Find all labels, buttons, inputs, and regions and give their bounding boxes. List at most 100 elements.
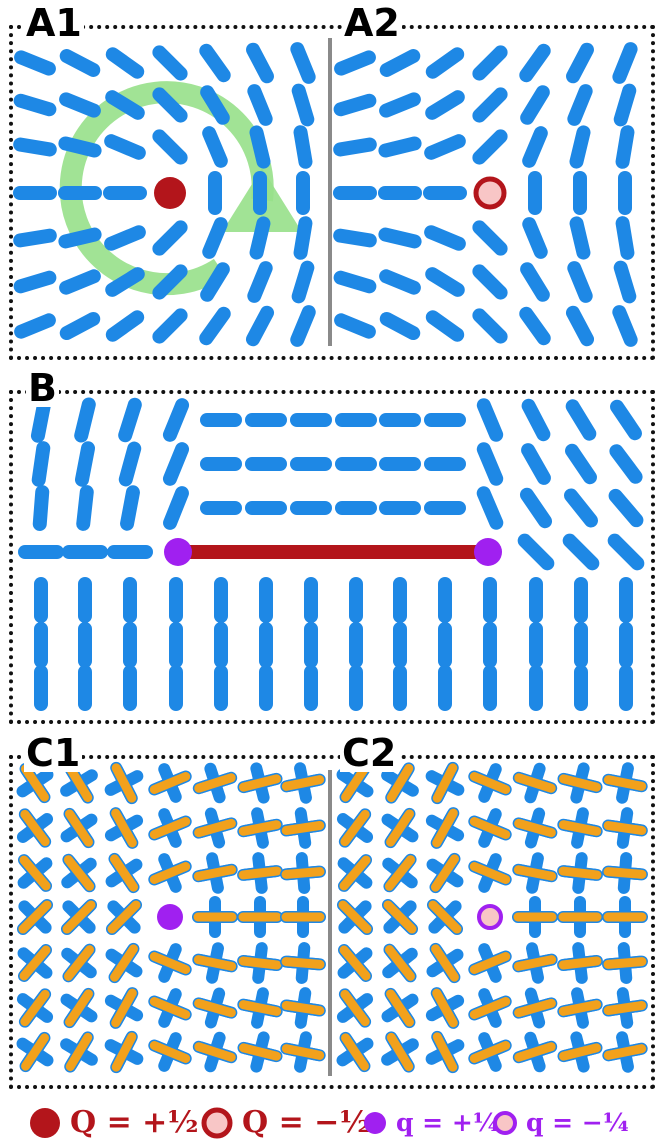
director-rod xyxy=(476,486,504,530)
director-rod xyxy=(199,306,231,346)
orange-rod xyxy=(109,854,139,892)
director-rod xyxy=(610,399,642,441)
orange-rod xyxy=(514,773,556,793)
director-rod xyxy=(379,92,421,118)
director-rod xyxy=(565,399,597,441)
director-rod xyxy=(30,397,52,443)
director-rod xyxy=(13,270,57,294)
director-rod xyxy=(105,310,145,342)
orange-rod xyxy=(238,956,282,970)
orange-rod xyxy=(469,771,511,795)
panel-label-a2: A2 xyxy=(342,1,402,45)
orange-rod xyxy=(21,1033,49,1071)
orange-rod xyxy=(383,900,417,934)
director-rod xyxy=(607,533,645,571)
director-rod xyxy=(118,397,142,443)
legend: Q = +½ Q = −½ q = +¼ q = −¼ xyxy=(0,1100,661,1145)
orange-rod xyxy=(110,944,138,982)
orange-rod xyxy=(514,998,556,1018)
director-rod xyxy=(199,43,231,83)
director-rod xyxy=(290,42,316,84)
panel-label-b: B xyxy=(26,366,59,410)
director-rod xyxy=(200,262,230,302)
orange-rod xyxy=(63,945,95,981)
orange-rod xyxy=(431,944,459,982)
director-rod xyxy=(14,50,56,76)
director-rod xyxy=(565,443,597,485)
director-rod xyxy=(58,227,102,249)
legend-label: q = −¼ xyxy=(526,1108,629,1137)
legend-item-q-plus-half: Q = +½ xyxy=(28,1100,199,1145)
director-rod xyxy=(293,125,313,169)
orange-rod xyxy=(19,945,51,981)
director-rod xyxy=(566,42,594,84)
director-rod xyxy=(425,267,465,297)
orange-rod xyxy=(281,1044,325,1060)
orange-rod xyxy=(18,900,52,934)
orange-rod xyxy=(281,1000,325,1016)
director-rod xyxy=(152,87,188,123)
director-rod xyxy=(564,488,598,528)
orange-rod xyxy=(559,774,601,792)
director-rod xyxy=(245,305,275,347)
orange-rod xyxy=(432,763,458,803)
orange-rod xyxy=(20,989,50,1027)
orange-rod xyxy=(513,865,557,881)
director-rod xyxy=(565,305,595,347)
panel-label-c2: C2 xyxy=(340,731,399,775)
director-rod xyxy=(472,45,508,81)
orange-rod xyxy=(194,1042,236,1062)
orange-rod xyxy=(603,1000,647,1016)
director-rod xyxy=(74,441,96,487)
orange-rod xyxy=(111,1032,137,1072)
director-rod xyxy=(615,216,635,260)
director-rod xyxy=(246,42,274,84)
orange-rod xyxy=(281,775,325,791)
orange-rod xyxy=(603,867,647,879)
director-rod xyxy=(293,216,313,260)
director-rod xyxy=(104,134,146,160)
director-rod xyxy=(59,269,101,295)
director-rod xyxy=(59,92,101,118)
director-rod xyxy=(200,85,230,125)
orange-rod xyxy=(432,988,458,1028)
orange-rod xyxy=(558,956,602,970)
director-rod xyxy=(615,125,635,169)
director-rod xyxy=(472,220,508,256)
director-rod xyxy=(608,488,644,528)
director-rod xyxy=(58,136,102,158)
legend-item-q-minus-quarter: q = −¼ xyxy=(492,1100,629,1145)
orange-rod xyxy=(65,1032,93,1072)
orange-rod xyxy=(603,1044,647,1060)
director-rod xyxy=(162,442,190,486)
director-rod xyxy=(334,50,376,76)
orange-rod xyxy=(469,816,511,840)
director-rod xyxy=(290,305,316,347)
orange-rod xyxy=(194,818,236,838)
director-rod xyxy=(105,47,145,79)
director-rod xyxy=(118,441,142,487)
orange-rod xyxy=(149,771,191,795)
director-rod xyxy=(379,311,421,341)
director-rod xyxy=(562,533,600,571)
orange-rod xyxy=(65,989,93,1027)
director-rod xyxy=(521,443,551,485)
plus-quarter-defect xyxy=(157,904,183,930)
director-rod xyxy=(425,90,465,120)
director-rod xyxy=(517,533,555,571)
director-rod xyxy=(520,85,550,125)
filled-purple-dot-icon xyxy=(364,1111,386,1134)
orange-rod xyxy=(194,998,236,1018)
director-rod xyxy=(519,306,551,346)
director-rod xyxy=(162,398,190,442)
director-rod xyxy=(13,93,57,117)
filled-red-dot-icon xyxy=(30,1107,60,1138)
director-rod xyxy=(152,129,188,165)
orange-rod xyxy=(384,945,416,981)
orange-rod xyxy=(107,900,141,934)
director-rod xyxy=(247,84,273,126)
director-rod xyxy=(613,260,637,304)
panel-label-a1: A1 xyxy=(24,1,84,45)
director-rod xyxy=(519,43,551,83)
orange-rod xyxy=(239,1043,281,1061)
